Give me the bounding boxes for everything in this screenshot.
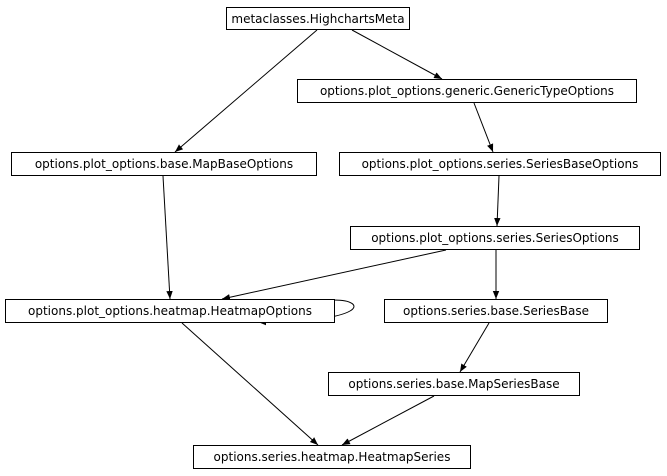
edge-series-base-to-map-series-base <box>459 322 490 373</box>
node-label: options.plot_options.heatmap.HeatmapOpti… <box>28 304 312 318</box>
node-generic-type-options[interactable]: options.plot_options.generic.GenericType… <box>297 79 637 103</box>
edge-meta-to-mapbase <box>174 29 318 153</box>
node-label: options.plot_options.base.MapBaseOptions <box>34 157 294 171</box>
node-label: options.plot_options.generic.GenericType… <box>319 84 615 98</box>
edge-map-series-base-to-heatmap-series <box>341 395 435 446</box>
edge-series-base-options-to-series-options <box>494 175 501 227</box>
node-label: options.plot_options.series.SeriesOption… <box>371 231 619 245</box>
edge-mapbase-to-heatmap-options <box>162 175 173 300</box>
edge-generic-to-series-base-options <box>473 102 494 153</box>
node-series-base-options[interactable]: options.plot_options.series.SeriesBaseOp… <box>339 152 661 176</box>
edge-heatmap-options-to-heatmap-series <box>181 322 319 446</box>
node-series-options[interactable]: options.plot_options.series.SeriesOption… <box>350 226 640 250</box>
node-series-base[interactable]: options.series.base.SeriesBase <box>384 299 608 323</box>
node-highcharts-meta[interactable]: metaclasses.HighchartsMeta <box>226 7 410 30</box>
node-heatmap-series[interactable]: options.series.heatmap.HeatmapSeries <box>193 445 471 469</box>
node-label: options.series.base.SeriesBase <box>403 304 589 318</box>
node-heatmap-options[interactable]: options.plot_options.heatmap.HeatmapOpti… <box>5 299 335 323</box>
node-label: options.plot_options.series.SeriesBaseOp… <box>361 157 639 171</box>
node-label: metaclasses.HighchartsMeta <box>231 11 405 26</box>
node-label: options.series.heatmap.HeatmapSeries <box>213 450 451 464</box>
node-map-series-base[interactable]: options.series.base.MapSeriesBase <box>328 372 580 396</box>
node-map-base-options[interactable]: options.plot_options.base.MapBaseOptions <box>11 152 317 176</box>
node-label: options.series.base.MapSeriesBase <box>348 377 560 391</box>
edge-meta-to-generic <box>351 29 443 80</box>
edge-series-options-to-heatmap-options <box>221 249 447 301</box>
